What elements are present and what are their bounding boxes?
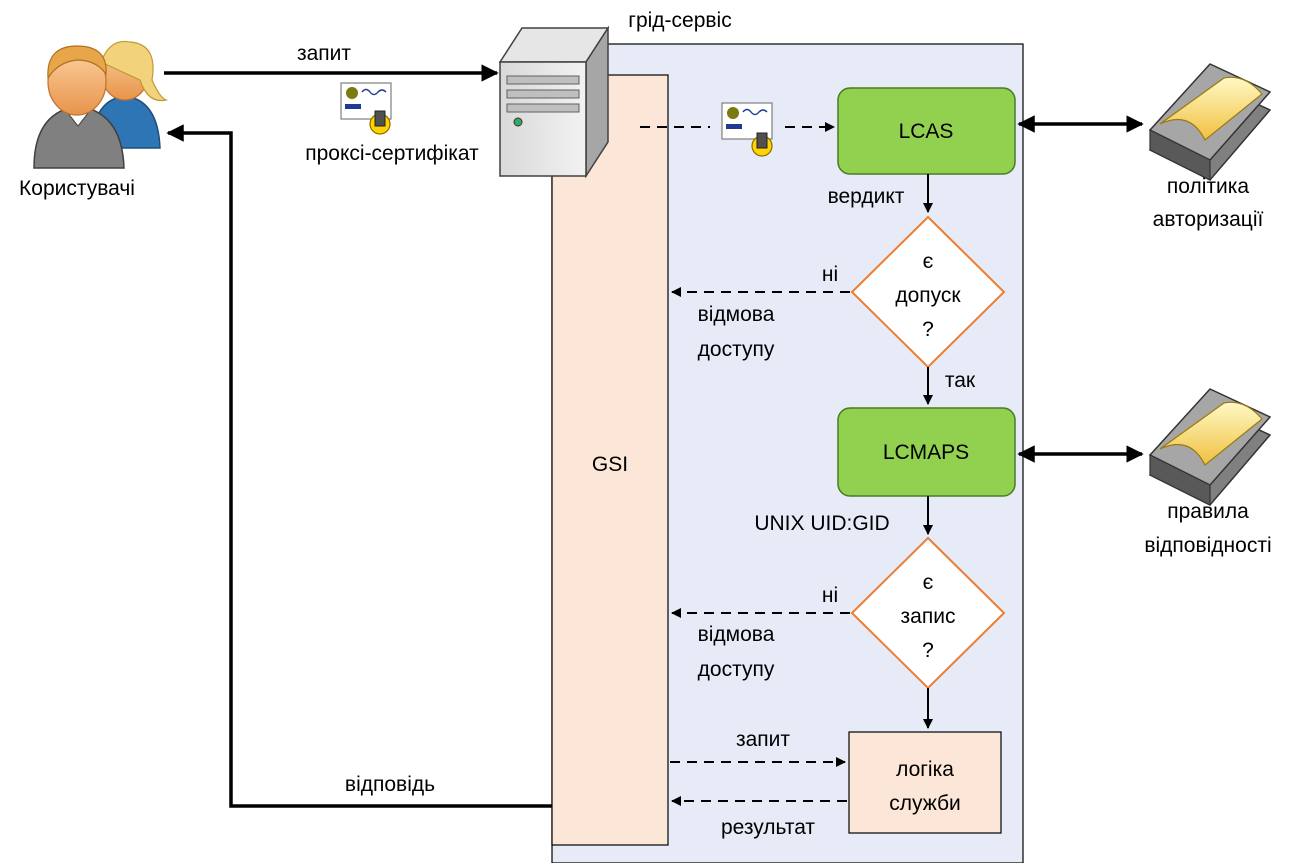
mapping-rules-label-1: правила <box>1167 500 1249 523</box>
users-label: Користувачі <box>19 177 135 200</box>
auth-policy-label-2: авторизації <box>1153 208 1264 231</box>
certificate-icon <box>340 82 392 135</box>
access-denied1-line1: відмова <box>698 303 775 326</box>
lcas-component <box>837 87 1016 175</box>
mapping-rules-label-2: відповідності <box>1144 534 1271 557</box>
no2-label: ні <box>822 584 838 607</box>
decision2-line2: запис <box>901 605 956 628</box>
no1-label: ні <box>822 263 838 286</box>
decision1-line1: є <box>923 250 934 273</box>
lcmaps-component <box>837 407 1016 497</box>
book-icon <box>1148 388 1272 506</box>
grid-service-label: грід-сервіс <box>628 9 731 32</box>
proxy-certificate-label: проксі-сертифікат <box>305 142 479 165</box>
lcas-label: LCAS <box>899 120 954 143</box>
server-icon <box>498 25 610 179</box>
access-denied2-line2: доступу <box>698 658 775 681</box>
decision2-line3: ? <box>922 639 934 662</box>
users-icon <box>33 40 169 169</box>
gsi-block <box>551 74 669 846</box>
decision2-line1: є <box>923 571 934 594</box>
decision1-line2: допуск <box>895 284 961 307</box>
service-logic-line1: логіка <box>896 758 954 781</box>
response-label: відповідь <box>345 773 435 796</box>
request-bottom-label: запит <box>736 728 790 751</box>
access-denied2-line1: відмова <box>698 623 775 646</box>
auth-policy-label-1: політика <box>1167 175 1250 198</box>
service-logic-line2: служби <box>889 792 961 815</box>
access-denied1-line2: доступу <box>698 338 775 361</box>
gsi-label: GSI <box>592 453 628 476</box>
book-icon <box>1148 63 1272 181</box>
unix-uid-gid-label: UNIX UID:GID <box>754 512 889 535</box>
certificate-icon <box>721 102 773 157</box>
decision1-line3: ? <box>922 318 934 341</box>
lcmaps-label: LCMAPS <box>883 441 969 464</box>
result-label: результат <box>721 816 815 839</box>
yes-label: так <box>945 369 976 392</box>
service-logic-block <box>848 731 1002 834</box>
response-arrow <box>166 124 552 808</box>
request-top-label: запит <box>297 42 351 65</box>
verdict-label: вердикт <box>828 185 905 208</box>
